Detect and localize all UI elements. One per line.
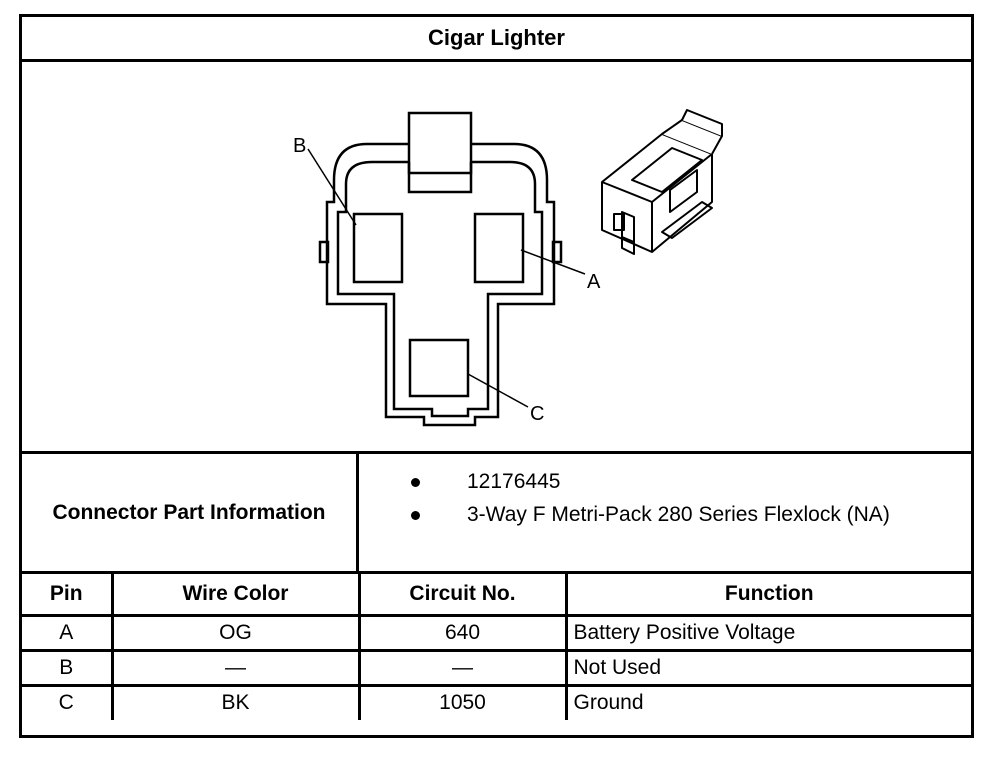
header-function: Function (564, 574, 971, 617)
label-a: A (587, 271, 601, 293)
connector-sheet: Cigar Lighter (19, 14, 974, 738)
connector-description: 3-Way F Metri-Pack 280 Series Flexlock (… (467, 503, 890, 526)
wire-color-cell: BK (110, 683, 361, 720)
function-cell: Not Used (564, 648, 971, 687)
right-tab (551, 240, 563, 264)
pin-table: Pin Wire Color Circuit No. Function A OG… (22, 574, 971, 720)
leader-a (520, 249, 586, 275)
table-row: B — — Not Used (22, 648, 971, 687)
connector-face-drawing: B A C (293, 109, 723, 427)
connector-3d-view (601, 109, 723, 255)
part-number: 12176445 (467, 470, 561, 493)
header-wire-color: Wire Color (110, 574, 361, 617)
pin-cell: A (22, 613, 114, 652)
header-pin: Pin (22, 574, 114, 617)
bullet-icon (411, 478, 420, 487)
housing-inner-outline (336, 160, 544, 418)
wire-color-cell: OG (110, 613, 361, 652)
table-row: A OG 640 Battery Positive Voltage (22, 613, 971, 652)
page-title: Cigar Lighter (22, 17, 971, 62)
table-row: C BK 1050 Ground (22, 683, 971, 720)
pin-cell: C (22, 683, 114, 720)
bullet-icon (411, 511, 420, 520)
circuit-no-cell: 640 (357, 613, 568, 652)
circuit-no-cell: — (357, 648, 568, 687)
connector-diagram: B A C (22, 62, 971, 454)
pin-cell: B (22, 648, 114, 687)
cavity-c (408, 338, 470, 398)
connector-info-label: Connector Part Information (22, 454, 359, 571)
leader-b (307, 148, 357, 226)
header-circuit-no: Circuit No. (357, 574, 568, 617)
table-header-row: Pin Wire Color Circuit No. Function (22, 574, 971, 617)
connector-part-info: Connector Part Information 12176445 3-Wa… (22, 454, 971, 574)
wire-color-cell: — (110, 648, 361, 687)
leader-c (467, 373, 529, 408)
function-cell: Battery Positive Voltage (564, 613, 971, 652)
connector-info-list: 12176445 3-Way F Metri-Pack 280 Series F… (359, 454, 971, 571)
left-tab (318, 240, 330, 264)
circuit-no-cell: 1050 (357, 683, 568, 720)
label-c: C (530, 403, 544, 425)
housing-outline (325, 142, 556, 427)
function-cell: Ground (564, 683, 971, 720)
top-latch (407, 111, 473, 175)
label-b: B (293, 135, 306, 157)
cavity-b (352, 212, 404, 284)
latch-base (407, 162, 473, 194)
cavity-a (473, 212, 525, 284)
